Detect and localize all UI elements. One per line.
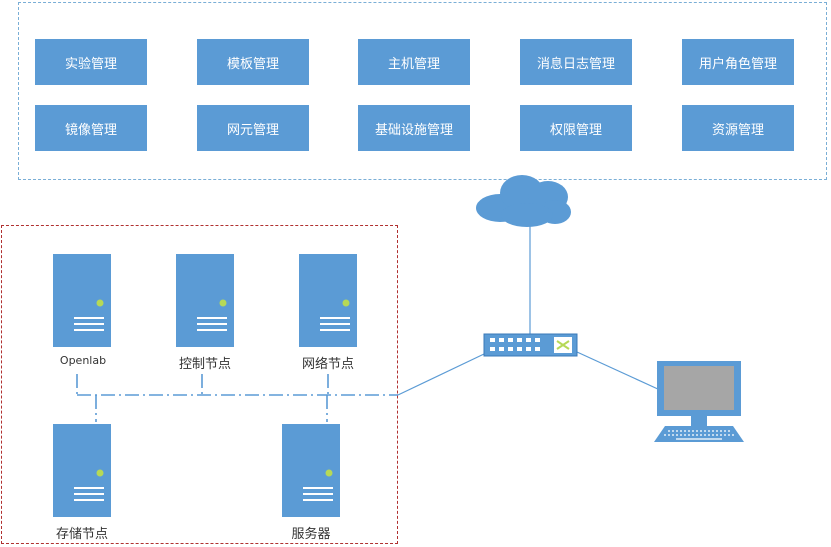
cluster-group bbox=[1, 225, 398, 544]
node-label-server: 服务器 bbox=[291, 527, 331, 542]
server-icon bbox=[53, 424, 111, 517]
server-icon bbox=[282, 424, 340, 517]
module-network-element: 网元管理 bbox=[197, 105, 309, 151]
server-icon bbox=[176, 254, 234, 347]
node-label-control: 控制节点 bbox=[178, 357, 231, 372]
server-icon bbox=[53, 254, 111, 347]
module-image: 镜像管理 bbox=[35, 105, 147, 151]
node-label-storage: 存储节点 bbox=[55, 527, 108, 542]
module-infrastructure: 基础设施管理 bbox=[358, 105, 470, 151]
cluster-bus-line bbox=[76, 374, 398, 422]
module-experiment: 实验管理 bbox=[35, 39, 147, 85]
node-label-openlab: Openlab bbox=[59, 354, 107, 367]
module-resource: 资源管理 bbox=[682, 105, 794, 151]
module-permission: 权限管理 bbox=[520, 105, 632, 151]
switch-icon bbox=[483, 333, 578, 357]
management-module-group bbox=[18, 2, 827, 180]
module-user-role: 用户角色管理 bbox=[682, 39, 794, 85]
node-label-network: 网络节点 bbox=[301, 357, 354, 372]
network-links bbox=[397, 226, 661, 396]
module-template: 模板管理 bbox=[197, 39, 309, 85]
computer-icon bbox=[654, 361, 744, 442]
cloud-icon bbox=[476, 175, 571, 227]
module-host: 主机管理 bbox=[358, 39, 470, 85]
module-message-log: 消息日志管理 bbox=[520, 39, 632, 85]
server-icon bbox=[299, 254, 357, 347]
